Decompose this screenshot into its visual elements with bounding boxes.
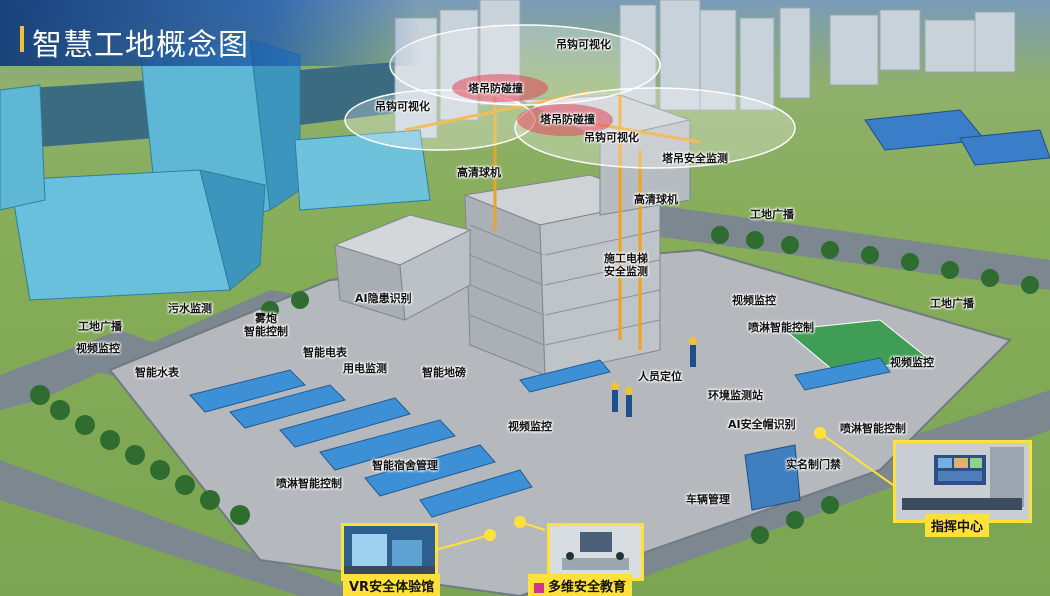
label-spray-control: 喷淋智能控制 [276, 477, 342, 490]
dormitories [189, 357, 891, 518]
command-center-photo [893, 440, 1032, 523]
label-elevator-monitor: 施工电梯 安全监测 [604, 252, 648, 278]
label-realname-gate: 实名制门禁 [786, 458, 841, 471]
label-personnel-location: 人员定位 [638, 370, 682, 383]
safety-education-illustration [550, 526, 641, 578]
label-power-monitor: 用电监测 [343, 362, 387, 375]
label-video-monitor: 视频监控 [76, 342, 120, 355]
label-sewage-monitor: 污水监测 [168, 302, 212, 315]
trees [30, 226, 1039, 544]
glass-towers [0, 39, 431, 301]
label-smart-meter: 智能电表 [303, 346, 347, 359]
vr-hall-caption: VR安全体验馆 [343, 574, 441, 596]
command-center-illustration [896, 443, 1029, 520]
label-site-broadcast: 工地广播 [750, 208, 794, 221]
label-site-broadcast: 工地广播 [78, 320, 122, 333]
fog-cannon-line-2: 智能控制 [244, 325, 288, 338]
safety-education-caption: 多维安全教育 [528, 574, 633, 596]
label-site-broadcast: 工地广播 [930, 297, 974, 310]
label-smart-scale: 智能地磅 [422, 366, 466, 379]
collision-zones [452, 74, 613, 136]
label-hook-visual: 吊钩可视化 [584, 131, 639, 144]
label-hook-visual: 吊钩可视化 [375, 100, 430, 113]
vr-hall-photo [341, 523, 438, 581]
label-video-monitor: 视频监控 [890, 356, 934, 369]
label-spray-control: 喷淋智能控制 [748, 321, 814, 334]
label-vehicle-mgmt: 车辆管理 [686, 493, 730, 506]
page-title: 智慧工地概念图 [32, 28, 249, 63]
elevator-line-2: 安全监测 [604, 265, 648, 278]
safety-education-photo [547, 523, 644, 581]
green-field [783, 319, 932, 373]
workers [611, 337, 697, 417]
title-accent-bar [20, 26, 24, 52]
gate-booth [744, 444, 801, 511]
callout-lines [434, 427, 894, 551]
command-center-caption: 指挥中心 [925, 514, 990, 537]
label-spray-control: 喷淋智能控制 [840, 422, 906, 435]
secondary-building [333, 214, 472, 321]
elevator-line-1: 施工电梯 [604, 252, 648, 265]
label-ai-helmet: AI安全帽识别 [728, 418, 796, 431]
safety-education-caption-text: 多维安全教育 [548, 580, 627, 595]
label-hd-dome-camera: 高清球机 [457, 166, 501, 179]
label-smart-water-meter: 智能水表 [135, 366, 179, 379]
label-hook-visual: 吊钩可视化 [556, 38, 611, 51]
vr-hall-illustration [344, 526, 435, 578]
solar-panels [864, 109, 1050, 166]
label-crane-anticollision: 塔吊防碰撞 [540, 113, 595, 126]
video-play-icon [534, 582, 544, 593]
label-video-monitor: 视频监控 [732, 294, 776, 307]
label-ai-hazard: AI隐患识别 [355, 292, 412, 305]
label-env-station: 环境监测站 [708, 389, 763, 402]
label-hd-dome-camera: 高清球机 [634, 193, 678, 206]
label-fog-cannon: 雾炮 智能控制 [244, 312, 288, 338]
title-bar: 智慧工地概念图 [0, 0, 420, 66]
label-crane-safety-monitor: 塔吊安全监测 [662, 152, 728, 165]
fog-cannon-line-1: 雾炮 [255, 312, 277, 325]
label-crane-anticollision: 塔吊防碰撞 [468, 82, 523, 95]
label-smart-dorm: 智能宿舍管理 [372, 459, 438, 472]
label-video-monitor: 视频监控 [508, 420, 552, 433]
